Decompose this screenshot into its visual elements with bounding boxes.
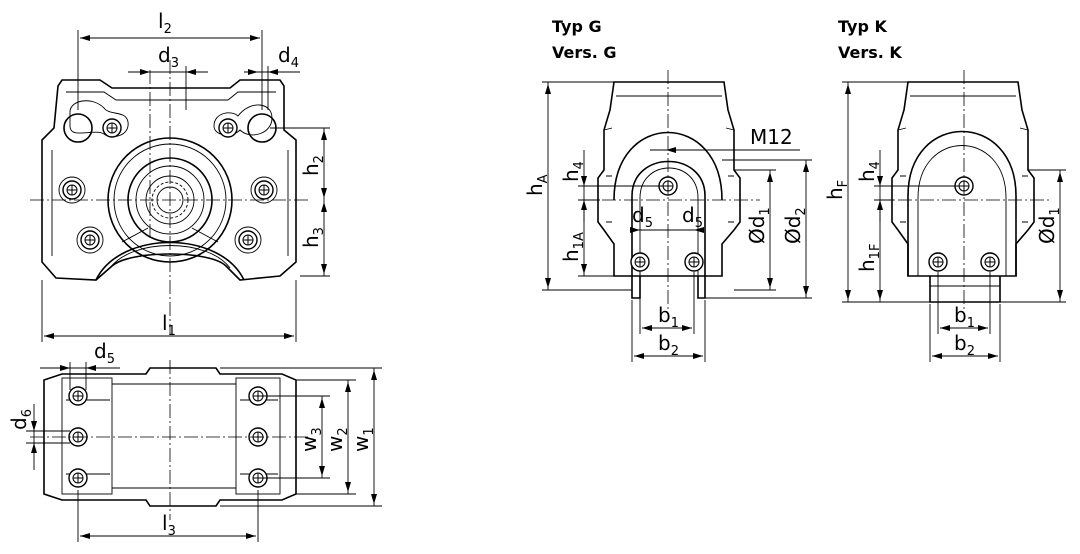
dim-g-h4: h4: [559, 161, 587, 182]
dim-h2: h2: [299, 155, 327, 176]
type-k-subtitle: Vers. K: [838, 43, 902, 62]
dim-hF: hF: [823, 180, 851, 200]
front-housing-outline: [41, 79, 297, 281]
dim-g-b2: b2: [658, 331, 679, 359]
type-k-title: Typ K: [838, 17, 887, 36]
dim-k-b2: b2: [954, 331, 975, 359]
dim-g-d5-left: d5: [632, 203, 653, 231]
dim-l3: l3: [162, 511, 176, 539]
dim-d6: d6: [7, 409, 35, 430]
front-view: l2 d3 d4 h2 h3 l1: [30, 9, 330, 342]
dim-hA: hA: [523, 174, 551, 196]
type-k-view: Typ K Vers. K: [823, 17, 1066, 362]
dim-g-b1: b1: [658, 303, 679, 331]
dim-h3: h3: [299, 227, 327, 248]
dim-d3: d3: [158, 43, 179, 71]
dim-bottom-d5: d5: [94, 339, 115, 367]
type-g-title: Typ G: [552, 17, 602, 36]
dim-g-d5-right: d5: [682, 203, 703, 231]
dim-k-b1: b1: [954, 303, 975, 331]
dim-k-od1: Ød1: [1035, 207, 1063, 244]
dim-h1A: h1A: [559, 232, 587, 262]
dim-d4: d4: [278, 43, 299, 71]
type-g-subtitle: Vers. G: [552, 43, 617, 62]
dim-w1: w1: [349, 427, 377, 452]
dim-l1: l1: [162, 311, 176, 339]
dim-w2: w2: [323, 427, 351, 452]
dim-l2: l2: [158, 9, 172, 37]
bottom-view: d5 d6 w3 w2 w1 l3: [7, 339, 382, 542]
label-m12: M12: [750, 125, 793, 149]
type-g-view: Typ G Vers. G: [523, 17, 812, 362]
dim-w3: w3: [297, 427, 325, 452]
dim-g-od1: Ød1: [745, 207, 773, 244]
dim-k-h4: h4: [855, 161, 883, 182]
dim-g-od2: Ød2: [781, 207, 809, 244]
dim-h1F: h1F: [855, 244, 883, 272]
